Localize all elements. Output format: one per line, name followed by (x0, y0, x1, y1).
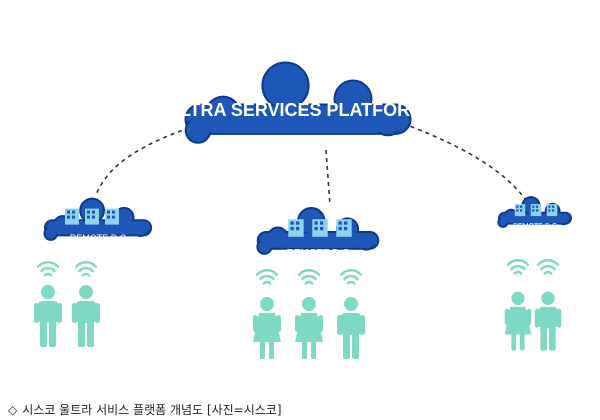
diagram-canvas: REMOTE D.C REMOTE D.C REMOTE D.C ULTRA SER… (34, 61, 572, 359)
platform-cloud-shape (184, 61, 412, 144)
link-line-2 (325, 149, 331, 206)
wifi-icon (297, 269, 321, 285)
male-user-icon (337, 297, 365, 359)
platform-label: ULTRA SERVICES PLATFORM (167, 100, 425, 120)
wifi-icon (339, 269, 363, 285)
building-icon (85, 208, 99, 225)
link-line-3 (387, 117, 527, 201)
caption-diamond-icon: ◇ (8, 403, 18, 417)
male-user-icon (534, 291, 562, 351)
wifi-icon (36, 261, 60, 277)
wifi-icon (506, 259, 530, 275)
building-icon (514, 204, 526, 217)
female-user-icon (504, 291, 532, 351)
wifi-icon (74, 261, 98, 277)
figure-caption: ◇ 시스코 울트라 서비스 플랫폼 개념도 [사진=시스코] (8, 401, 282, 419)
building-icon (312, 219, 328, 237)
dc-label: REMOTE D.C (287, 248, 350, 259)
female-user-icon (295, 297, 323, 359)
dc-label: REMOTE D.C (513, 223, 557, 230)
dc-label: REMOTE D.C (70, 233, 127, 243)
building-icon (105, 208, 119, 225)
female-user-icon (253, 297, 281, 359)
male-user-icon (72, 285, 100, 347)
network-diagram: REMOTE D.C REMOTE D.C REMOTE D.C ULTRA SER… (34, 61, 572, 359)
platform-cloud-icon (184, 61, 412, 144)
link-line-1 (95, 119, 213, 196)
remote-dc-3: REMOTE D.C (497, 196, 572, 351)
wifi-icon (255, 269, 279, 285)
building-icon (336, 219, 352, 237)
remote-dc-2: REMOTE D.C (253, 207, 380, 359)
male-user-icon (34, 285, 62, 347)
building-icon (546, 204, 558, 217)
remote-dc-1: REMOTE D.C (34, 197, 153, 347)
building-icon (65, 208, 79, 225)
wifi-icon (536, 259, 560, 275)
building-icon (530, 204, 542, 217)
caption-text: 시스코 울트라 서비스 플랫폼 개념도 [사진=시스코] (22, 403, 282, 417)
connection-links (95, 117, 527, 206)
building-icon (288, 219, 304, 237)
